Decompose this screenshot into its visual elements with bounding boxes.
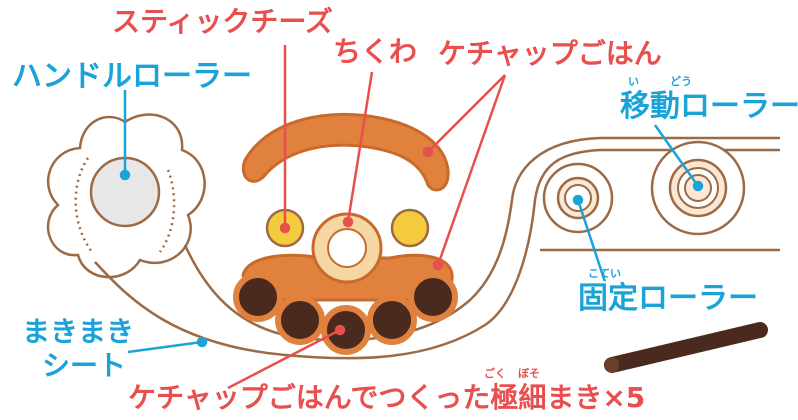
label-bottom-caption: ケチャップごはんでつくった極細まき×5 <box>128 381 646 414</box>
label-handle-roller: ハンドルローラー <box>12 59 252 94</box>
stick-cheese-right <box>390 208 430 248</box>
label-fixed-roller: 固定ローラー <box>578 281 758 316</box>
label-chikuwa: ちくわ <box>333 35 418 68</box>
thin-maki-4 <box>367 295 417 345</box>
thin-maki-1 <box>233 272 283 322</box>
red-leader-lines <box>227 45 507 390</box>
label-makimaki-sheet-line1: まきまき <box>22 315 135 348</box>
handle-roller <box>46 113 206 279</box>
ruby-fixed-roller: こてい <box>588 267 621 280</box>
blue-leader-lines <box>119 90 704 354</box>
ruby-bottom-caption-1: ごく <box>484 367 506 380</box>
thin-maki-3 <box>321 305 371 355</box>
ruby-moving-roller-2: どう <box>670 75 692 88</box>
chikuwa <box>311 212 383 284</box>
label-stick-cheese: スティックチーズ <box>112 5 333 38</box>
ruby-bottom-caption-2: ぼそ <box>518 367 540 380</box>
makimaki-sheet-inner <box>183 136 780 342</box>
ketchup-rice-top-arc <box>241 112 450 192</box>
label-ketchup-rice: ケチャップごはん <box>438 37 662 70</box>
label-makimaki-sheet-line2: シート <box>42 349 127 382</box>
thin-maki-rolls <box>233 272 458 355</box>
rolled-maki-stick <box>604 322 768 373</box>
ruby-moving-roller-1: い <box>628 75 639 88</box>
label-moving-roller: 移動ローラー <box>620 89 798 124</box>
makimaki-sheet <box>94 148 780 360</box>
thin-maki-5 <box>408 272 458 322</box>
thin-maki-2 <box>275 295 325 345</box>
